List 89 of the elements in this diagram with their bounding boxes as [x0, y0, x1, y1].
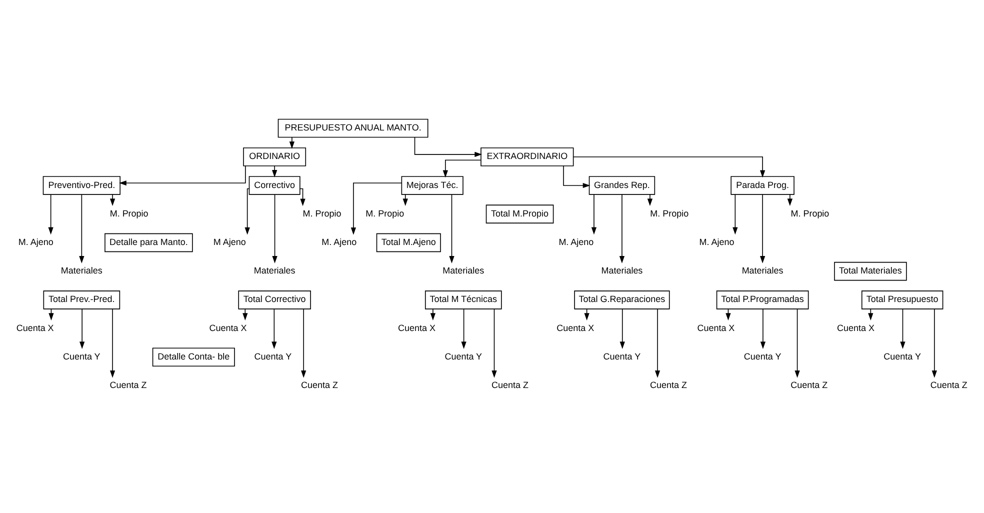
node-text: Cuenta Z — [650, 380, 688, 390]
arrow — [647, 194, 653, 206]
node-text: Cuenta X — [398, 322, 436, 332]
node-text: Cuenta Z — [110, 380, 147, 390]
node-box: Mejoras Téc. — [401, 176, 464, 194]
node-box: EXTRAORDINARIO — [480, 146, 574, 166]
arrow — [868, 308, 874, 320]
node-text: Cuenta X — [556, 322, 594, 332]
node-text: Materiales — [601, 265, 643, 276]
arrow — [760, 194, 766, 263]
arrow — [272, 308, 277, 348]
node-text: Materiales — [60, 265, 102, 276]
node-box: Total Prev.-Pred. — [43, 290, 120, 309]
node-text: Cuenta Y — [744, 350, 782, 361]
node-box: Total P.Programadas — [716, 290, 809, 309]
node-box: Total Materiales — [834, 261, 907, 280]
arrow — [110, 194, 116, 206]
node-text: Materiales — [254, 265, 296, 276]
arrow — [787, 194, 793, 206]
node-box: Correctivo — [248, 176, 300, 194]
node-text: Cuenta Z — [790, 380, 828, 390]
arrow — [402, 194, 408, 206]
node-text: M. Ajeno — [558, 236, 594, 246]
arrow — [591, 194, 597, 234]
node-box: Detalle para Manto. — [104, 232, 193, 252]
node-text: Materiales — [742, 265, 784, 276]
node-text: Cuenta X — [837, 322, 874, 332]
node-box: PRESUPUESTO ANUAL MANTO. — [278, 118, 428, 138]
arrow — [900, 308, 906, 348]
arrow — [414, 136, 482, 156]
arrow — [563, 165, 590, 188]
node-text: Cuenta X — [697, 322, 735, 332]
arrow — [461, 308, 466, 348]
node-text: Cuenta X — [16, 322, 54, 332]
node-text: M. Propio — [650, 208, 689, 218]
arrow — [449, 194, 454, 263]
arrow — [242, 308, 248, 320]
arrow — [80, 308, 85, 348]
arrow — [119, 165, 246, 186]
node-text: Cuenta X — [209, 322, 247, 332]
arrow — [272, 165, 278, 177]
arrow — [430, 308, 436, 320]
arrow — [620, 308, 625, 348]
node-text: Materiales — [442, 265, 484, 276]
node-text: M. Propio — [790, 208, 830, 218]
arrow — [732, 194, 738, 234]
node-text: Cuenta Y — [444, 350, 482, 361]
node-text: M. Ajeno — [322, 236, 357, 246]
node-text: Cuenta Y — [884, 350, 921, 361]
arrow — [48, 194, 54, 234]
arrow — [244, 188, 250, 234]
arrow — [794, 308, 800, 378]
node-box: Total M.Ajeno — [376, 232, 441, 252]
arrow — [301, 308, 306, 378]
arrow — [619, 194, 625, 263]
node-text: Cuenta Z — [301, 380, 338, 390]
arrow — [442, 159, 482, 178]
arrow — [110, 308, 116, 378]
node-box: Total Correctivo — [238, 290, 311, 309]
node-text: Cuenta Z — [930, 380, 968, 390]
node-box: ORDINARIO — [243, 146, 306, 166]
node-box: Total G.Reparaciones — [574, 290, 670, 309]
arrow — [79, 194, 84, 263]
node-text: Cuenta Z — [492, 380, 528, 390]
node-box: Total M.Propio — [486, 204, 554, 223]
node-text: Cuenta Y — [603, 350, 641, 361]
node-box: Grandes Rep. — [588, 176, 656, 194]
arrow — [932, 308, 937, 378]
arrow — [760, 308, 766, 348]
arrow — [300, 188, 306, 206]
arrow — [572, 156, 766, 178]
node-text: M. Propio — [302, 208, 342, 218]
node-box: Detalle Conta- ble — [152, 347, 235, 366]
node-text: Cuenta Y — [254, 350, 292, 361]
node-text: M. Propio — [366, 208, 404, 218]
node-text: M. Ajeno — [18, 236, 54, 246]
node-text: Cuenta Y — [63, 350, 100, 361]
arrow — [654, 308, 660, 378]
node-text: M. Propio — [110, 208, 148, 218]
arrow — [350, 182, 402, 234]
node-box: Total Presupuesto — [861, 290, 944, 309]
arrow — [272, 194, 278, 263]
node-box: Parada Prog. — [730, 176, 794, 194]
node-box: Total M Técnicas — [424, 290, 502, 309]
node-text: M. Ajeno — [699, 236, 734, 246]
arrow — [289, 136, 295, 148]
arrow — [492, 308, 497, 378]
node-text: M Ajeno — [213, 236, 246, 246]
node-box: Preventivo-Pred. — [42, 176, 120, 194]
